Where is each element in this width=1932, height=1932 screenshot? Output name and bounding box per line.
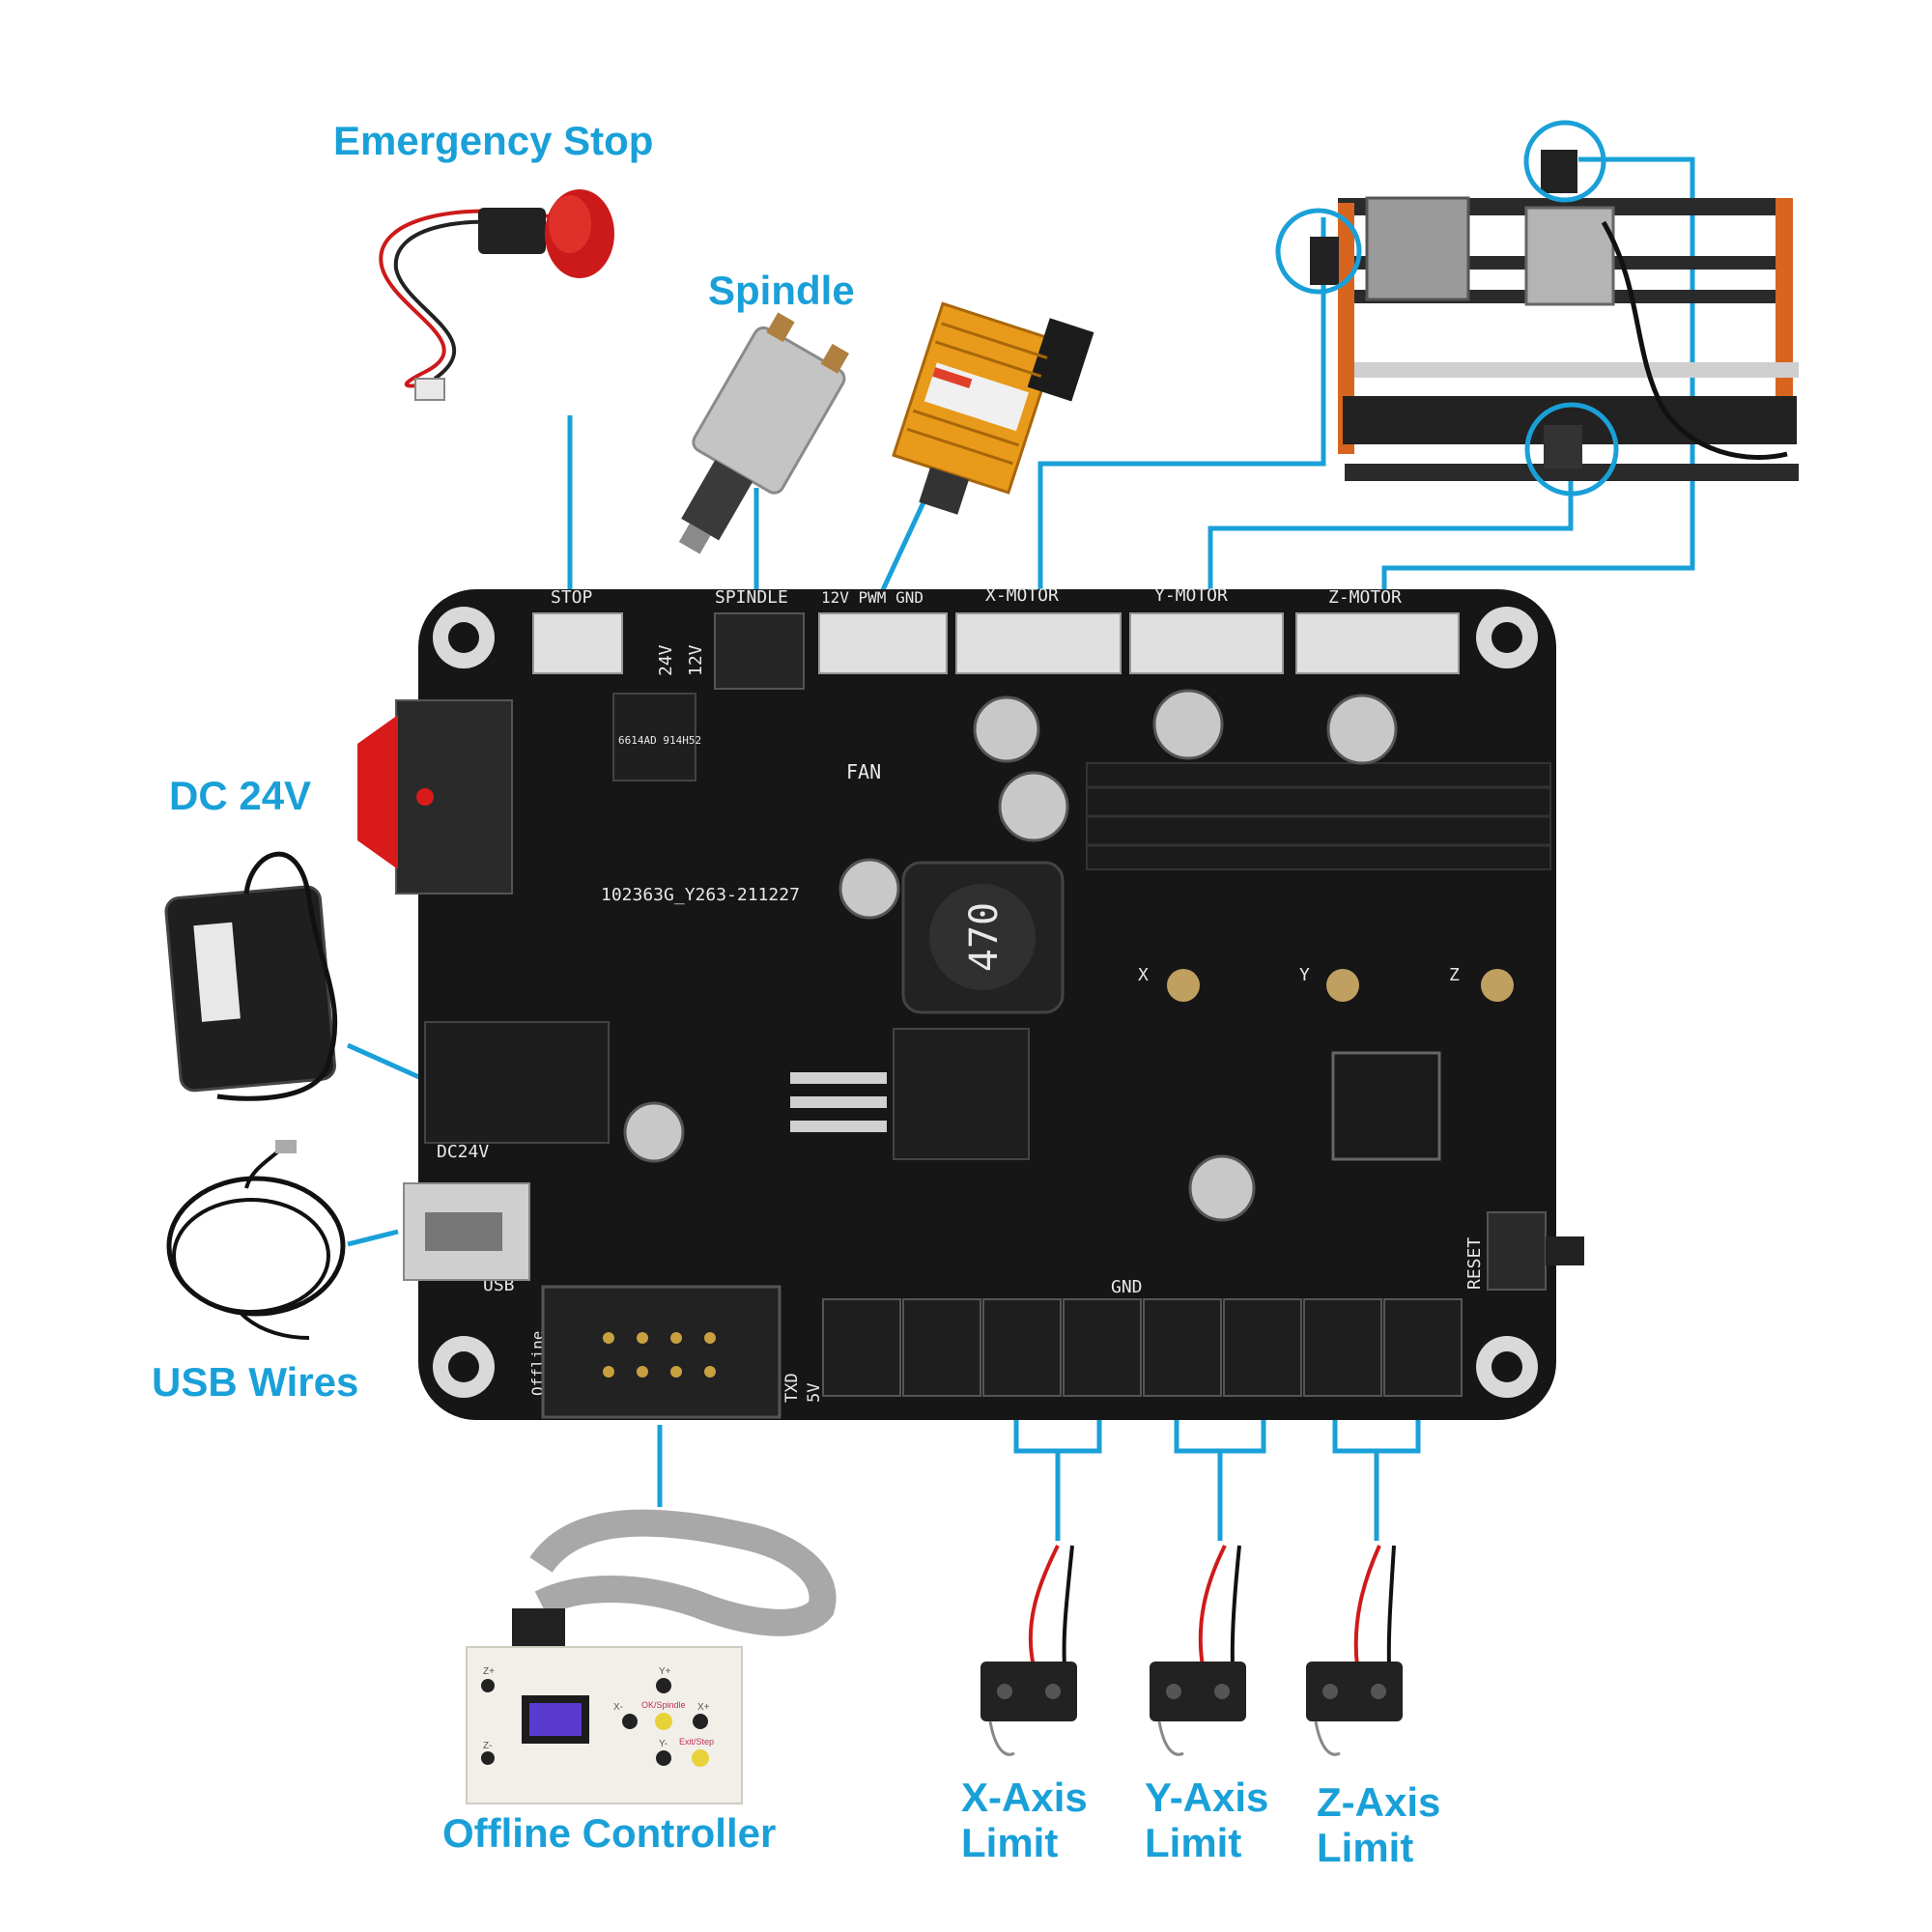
y-limit-label-line1: Y-Axis xyxy=(1145,1775,1268,1820)
x-limit-label-line2: Limit xyxy=(961,1820,1058,1865)
fan-label: FAN xyxy=(846,760,881,783)
z-driver-label: Z xyxy=(1449,965,1460,985)
key-z-minus: Z- xyxy=(483,1741,492,1751)
emergency-stop-label: Emergency Stop xyxy=(333,118,653,163)
spindle-port-label: SPINDLE xyxy=(715,587,788,608)
offline-controller-label: Offline Controller xyxy=(442,1810,776,1856)
key-y-minus: Y- xyxy=(659,1739,668,1749)
power-adapter: DC 24V xyxy=(164,773,338,1101)
usb-port xyxy=(403,1182,530,1281)
limit-connectors xyxy=(822,1298,1463,1397)
mosfet: 6614AD 914H52 xyxy=(612,693,701,781)
regulator xyxy=(790,1028,1030,1160)
board-part-number: 102363G_Y263-211227 xyxy=(601,885,800,905)
dc-power-label: DC 24V xyxy=(169,773,311,818)
voltage-24v-label: 24V xyxy=(656,644,676,676)
offline-controller: Offline Controller Z+ Z- Y+ Y- X- X+ OK/… xyxy=(442,1509,837,1856)
z-limit-label-line1: Z-Axis xyxy=(1317,1779,1440,1825)
x-motor-port-label: X-MOTOR xyxy=(985,585,1059,606)
top-connectors xyxy=(532,612,1460,690)
y-limit-switch: Y-Axis Limit xyxy=(1145,1545,1268,1865)
x-motor-highlight xyxy=(1275,208,1362,295)
x-limit-switch: X-Axis Limit xyxy=(961,1545,1088,1865)
heatsink xyxy=(1086,762,1551,870)
dc-jack xyxy=(424,1021,610,1144)
gnd-label: GND xyxy=(1111,1277,1143,1297)
laser-module xyxy=(892,301,1094,515)
svg-text:6614AD 914H52: 6614AD 914H52 xyxy=(618,734,701,747)
key-exit-step: Exit/Step xyxy=(679,1737,714,1747)
y-limit-label-line2: Limit xyxy=(1145,1820,1241,1865)
x-driver-label: X xyxy=(1138,965,1149,985)
z-motor-highlight xyxy=(1524,402,1619,497)
mounting-holes xyxy=(433,607,1538,1398)
key-z-plus: Z+ xyxy=(483,1666,495,1677)
dc24v-jack-label: DC24V xyxy=(437,1142,489,1162)
y-driver-label: Y xyxy=(1299,965,1310,985)
x-limit-label-line1: X-Axis xyxy=(961,1775,1088,1820)
key-ok-spindle: OK/Spindle xyxy=(641,1700,686,1710)
inductor-value: 470 xyxy=(962,902,1007,972)
emergency-stop: Emergency Stop xyxy=(333,118,653,401)
spindle-label: Spindle xyxy=(708,268,855,313)
driver-potentiometers xyxy=(1167,969,1514,1002)
txd-label: TXD xyxy=(782,1373,802,1403)
key-x-minus: X- xyxy=(613,1702,623,1713)
z-limit-switch: Z-Axis Limit xyxy=(1306,1545,1440,1870)
voltage-12v-label: 12V xyxy=(686,644,706,676)
controller-board: STOP SPINDLE 12V PWM GND X-MOTOR Y-MOTOR… xyxy=(357,585,1584,1420)
z-limit-label-line2: Limit xyxy=(1317,1825,1413,1870)
key-x-plus: X+ xyxy=(697,1702,710,1713)
reset-button xyxy=(1487,1211,1584,1291)
5v-label: 5V xyxy=(805,1383,824,1403)
usb-cable: USB Wires xyxy=(152,1140,358,1405)
y-motor-highlight xyxy=(1523,120,1606,203)
cnc-machine xyxy=(1275,120,1799,497)
key-y-plus: Y+ xyxy=(659,1666,671,1677)
z-motor-port-label: Z-MOTOR xyxy=(1328,587,1402,608)
connection-lines xyxy=(346,156,1695,1541)
spindle-motor: Spindle xyxy=(678,268,855,554)
y-motor-port-label: Y-MOTOR xyxy=(1154,585,1228,606)
offline-header xyxy=(541,1285,781,1419)
pwm-port-label: 12V PWM GND xyxy=(821,588,923,607)
reset-label: RESET xyxy=(1464,1237,1485,1290)
stop-port-label: STOP xyxy=(551,587,593,608)
capacitors xyxy=(623,689,1398,1222)
usb-wires-label: USB Wires xyxy=(152,1359,358,1405)
inductor: 470 xyxy=(901,861,1065,1014)
microcontroller xyxy=(1331,1051,1441,1161)
power-switch xyxy=(357,699,513,895)
